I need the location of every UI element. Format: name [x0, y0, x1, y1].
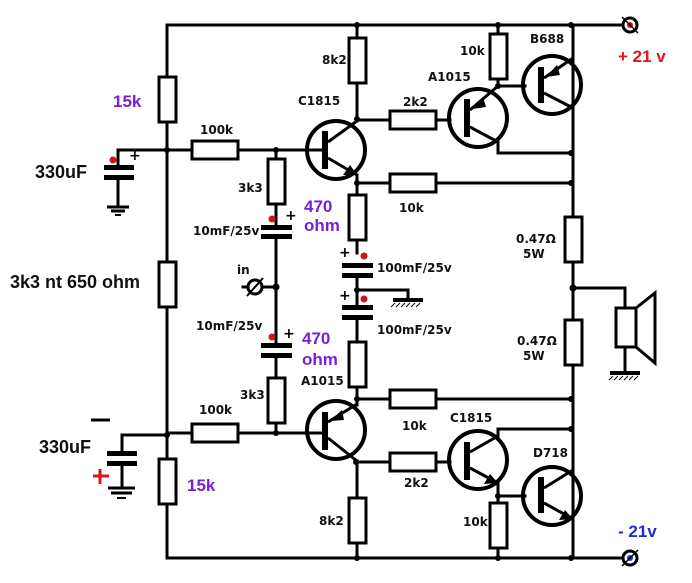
label-2k2-bottom: 2k2: [404, 476, 429, 490]
resistor-3k3-top: [266, 157, 287, 206]
label-2k2-top: 2k2: [403, 95, 428, 109]
junction: [273, 430, 279, 436]
label-3k3-top: 3k3: [238, 181, 263, 195]
junction: [568, 150, 574, 156]
input-jack[interactable]: [241, 277, 280, 297]
label-q1: C1815: [298, 94, 340, 108]
label-15k-bottom: 15k: [187, 476, 216, 495]
terminal-slash: [621, 549, 639, 567]
plus-sign: +: [339, 245, 351, 261]
junction: [568, 426, 574, 432]
resistor-470-bottom: [347, 340, 368, 389]
label-15k-top: 15k: [113, 92, 142, 111]
capacitor-10mf-bottom: [261, 333, 292, 358]
junction: [495, 555, 501, 561]
transistor-q5-c1815: [447, 429, 509, 491]
junction: [273, 147, 279, 153]
junction: [568, 396, 574, 402]
junction: [495, 22, 501, 28]
label-330uf-top: 330uF: [35, 162, 87, 182]
capacitor-330uf-bottom: [107, 433, 169, 499]
input-label: in: [237, 263, 250, 277]
label-470-bottom-l2: ohm: [302, 350, 338, 369]
terminal-slash: [621, 16, 639, 34]
negative-supply-label: - 21v: [618, 522, 657, 541]
junction: [568, 22, 574, 28]
resistor-10k-pull-top: [488, 32, 509, 81]
junction: [568, 555, 574, 561]
label-3k3-650: 3k3 nt 650 ohm: [10, 272, 140, 292]
resistor-100k-bottom: [190, 422, 240, 444]
label-470-bottom-l1: 470: [302, 329, 330, 348]
label-q4: A1015: [301, 374, 344, 388]
junction: [354, 555, 360, 561]
resistor-10k-feedback-bottom: [388, 388, 438, 410]
resistor-8k2-top: [347, 36, 368, 85]
label-8k2-top: 8k2: [322, 53, 347, 67]
label-q2: A1015: [428, 70, 471, 84]
junction: [354, 22, 360, 28]
label-470-top-l1: 470: [304, 197, 332, 216]
resistor-15k-bottom: [157, 457, 178, 506]
label-047-top-l1: 0.47Ω: [516, 232, 556, 246]
resistor-470-top: [347, 193, 368, 242]
resistor-15k-top: [157, 75, 178, 124]
label-q5: C1815: [450, 411, 492, 425]
plus-sign: +: [283, 326, 295, 342]
resistor-2k2-bottom: [388, 451, 438, 473]
transistor-q2-a1015: [447, 84, 509, 149]
transistor-q6-d718: [521, 465, 583, 527]
resistor-10k-pull-bottom: [488, 501, 509, 550]
capacitor-10mf-top: [261, 215, 292, 239]
junction: [568, 180, 574, 186]
resistor-2k2-top: [388, 109, 438, 131]
resistor-100k-top: [190, 139, 240, 161]
label-100mf-bottom: 100mF/25v: [377, 323, 452, 337]
label-10mf-bottom: 10mF/25v: [196, 319, 262, 333]
label-q3: B688: [530, 32, 564, 46]
transistor-q4-a1015: [305, 399, 367, 463]
speaker-icon: [608, 289, 657, 381]
resistor-10k-feedback-top: [388, 172, 438, 194]
label-100k-bottom: 100k: [199, 403, 233, 417]
resistor-3k3-bottom: [266, 376, 287, 425]
resistor-3k3-650: [157, 260, 178, 309]
label-047-bottom-l2: 5W: [523, 349, 545, 363]
label-3k3-bottom: 3k3: [240, 388, 265, 402]
resistor-047-bottom: [563, 318, 584, 367]
label-470-top-l2: ohm: [304, 216, 340, 235]
resistor-8k2-bottom: [347, 496, 368, 545]
capacitor-100mf-bottom: [342, 295, 373, 320]
label-q6: D718: [533, 446, 568, 460]
label-330uf-bottom: 330uF: [39, 437, 91, 457]
label-100k-top: 100k: [200, 123, 234, 137]
label-10k-pull-top: 10k: [460, 44, 486, 58]
plus-sign: +: [285, 208, 297, 224]
label-8k2-bottom: 8k2: [319, 514, 344, 528]
label-047-bottom-l1: 0.47Ω: [517, 334, 557, 348]
resistor-047-top: [563, 215, 584, 264]
label-10k-feedback-bottom: 10k: [402, 419, 428, 433]
plus-sign: +: [339, 288, 351, 304]
ground-symbol: [390, 298, 423, 308]
label-10mf-top: 10mF/25v: [193, 224, 259, 238]
label-100mf-top: 100mF/25v: [377, 261, 452, 275]
positive-terminal[interactable]: [621, 16, 639, 34]
transistor-q3-b688: [521, 54, 583, 116]
plus-sign: +: [129, 148, 141, 164]
capacitor-100mf-top: [342, 252, 373, 278]
capacitor-330uf-top: [104, 148, 169, 216]
red-plus-sign: [93, 469, 109, 484]
label-10k-pull-bottom: 10k: [463, 515, 489, 529]
negative-terminal[interactable]: [621, 549, 639, 567]
transistor-q1-c1815: [305, 119, 367, 181]
label-10k-feedback-top: 10k: [399, 201, 425, 215]
positive-supply-label: + 21 v: [618, 47, 666, 66]
label-047-top-l2: 5W: [523, 247, 545, 261]
